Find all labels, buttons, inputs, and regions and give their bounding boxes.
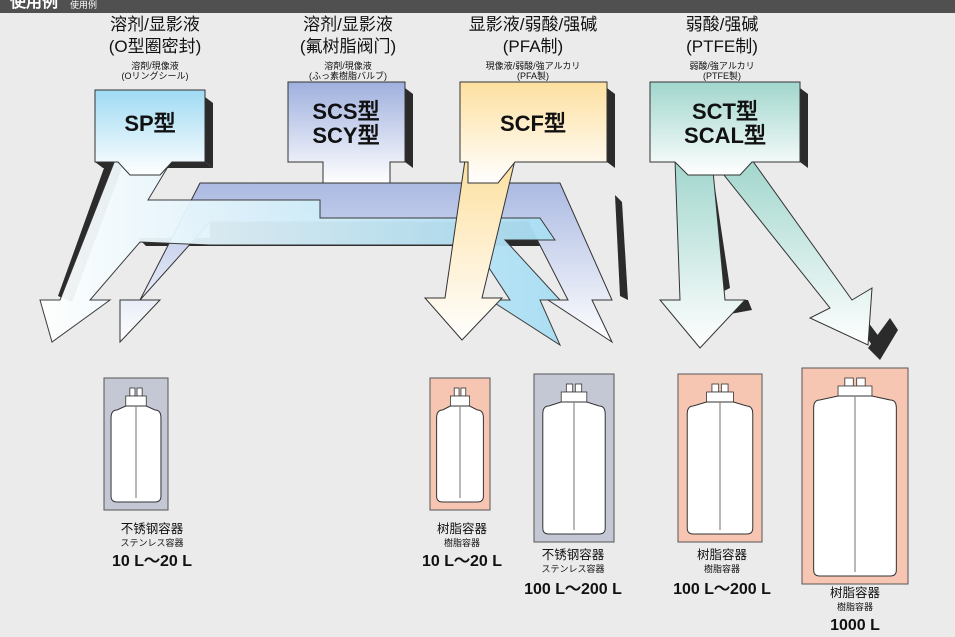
source-1-cn: 溶剂/显影液 (110, 15, 200, 34)
source-3-cn: 显影液/弱酸/强碱 (468, 15, 598, 34)
sp-arrow (39, 159, 562, 347)
container-3-size: 100 L～200 L (524, 581, 622, 598)
box-label-sp: SP型 (124, 111, 176, 136)
container-1-cn: 不锈钢容器 (120, 522, 184, 536)
source-4-cn2: (PTFE制) (686, 37, 758, 56)
source-3-jp2: (PFA製) (516, 71, 550, 81)
header-bar: 使用例 使用例 (0, 0, 955, 13)
source-boxes (94, 81, 801, 184)
scf-arrow (423, 159, 516, 341)
box-label-scs: SCS型 SCY型 (312, 99, 380, 148)
source-4-jp2: (PTFE製) (703, 71, 741, 81)
container-1-jp: ステンレス容器 (120, 538, 184, 548)
container-3 (533, 373, 615, 543)
container-4 (677, 373, 763, 543)
container-5 (801, 367, 909, 585)
sct-arrow (658, 159, 873, 349)
container-2-size: 10 L～20 L (421, 553, 503, 570)
source-1-jp2: (Oリングシール) (121, 71, 189, 81)
container-5-cn: 树脂容器 (829, 586, 881, 600)
containers (103, 367, 909, 585)
container-4-jp: 樹脂容器 (703, 564, 741, 574)
container-4-cn: 树脂容器 (696, 548, 748, 562)
container-1-size: 10 L～20 L (111, 553, 193, 570)
source-2-jp2: (ふっ素樹脂バルブ) (309, 71, 387, 81)
header-subtitle: 使用例 (70, 0, 98, 10)
source-2-jp: 溶剤/現像液 (324, 61, 372, 71)
container-2 (429, 377, 491, 511)
source-3-cn2: (PFA制) (502, 37, 564, 56)
container-5-size: 1000 L (830, 617, 880, 634)
container-5-jp: 樹脂容器 (836, 602, 874, 612)
container-1 (103, 377, 169, 511)
box-label-scf: SCF型 (499, 111, 567, 136)
source-2-cn2: (氟树脂阀门) (299, 37, 397, 56)
source-3-jp: 現像液/弱酸/強アルカリ (485, 61, 581, 71)
container-3-cn: 不锈钢容器 (541, 548, 605, 562)
container-4-size: 100 L～200 L (673, 581, 771, 598)
source-4-cn: 弱酸/强碱 (685, 15, 759, 34)
header-title: 使用例 (10, 0, 59, 11)
source-4-jp: 弱酸/強アルカリ (689, 61, 755, 71)
container-2-cn: 树脂容器 (436, 522, 488, 536)
container-2-jp: 樹脂容器 (443, 538, 481, 548)
source-1-jp: 溶剤/現像液 (131, 61, 179, 71)
source-2-cn: 溶剂/显影液 (303, 15, 393, 34)
container-3-jp: ステンレス容器 (541, 564, 605, 574)
box-label-sct: SCT型 SCAL型 (684, 99, 766, 148)
source-1-cn2: (O型圈密封) (108, 37, 202, 56)
